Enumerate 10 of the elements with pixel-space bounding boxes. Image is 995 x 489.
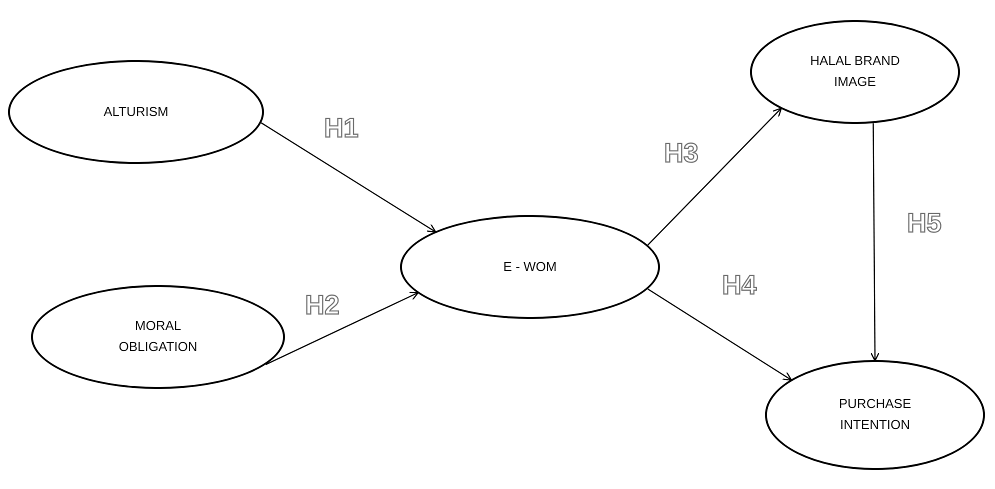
arrow bbox=[648, 288, 792, 381]
construct-label: E - WOM bbox=[503, 258, 557, 276]
construct-label: MORAL OBLIGATION bbox=[118, 317, 198, 356]
arrow bbox=[260, 122, 436, 233]
arrow bbox=[870, 123, 880, 362]
arrow bbox=[647, 108, 782, 246]
construct-label: ALTURISM bbox=[104, 102, 168, 121]
arrow bbox=[265, 292, 419, 366]
construct-label: HALAL BRAND IMAGE bbox=[809, 52, 901, 91]
construct-label: PURCHASE INTENTION bbox=[838, 395, 912, 434]
